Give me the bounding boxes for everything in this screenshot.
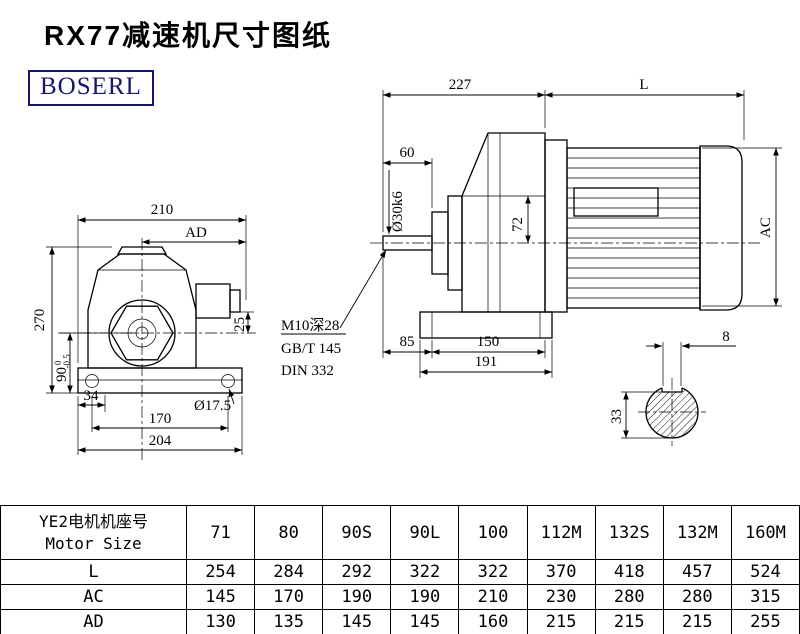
dim-shaft-dia: Ø30k6 bbox=[390, 191, 406, 232]
dim-90-tol: 900-0.5 bbox=[53, 354, 72, 382]
table-cell: 370 bbox=[526, 559, 596, 585]
table-cell: 322 bbox=[390, 559, 460, 585]
size-column-header: 90S bbox=[322, 505, 392, 560]
size-column-header: 160M bbox=[730, 505, 800, 560]
dim-AD: AD bbox=[185, 225, 207, 241]
dim-270: 270 bbox=[32, 309, 48, 332]
dim-150: 150 bbox=[477, 334, 500, 350]
dim-85: 85 bbox=[400, 334, 415, 350]
technical-drawing: 227 L 60 Ø30k6 72 AC 85 150 191 M10深28 G… bbox=[32, 77, 782, 462]
table-cell: 135 bbox=[254, 609, 324, 634]
note-din-332: DIN 332 bbox=[281, 363, 334, 379]
motor-size-table: YE2电机机座号 Motor Size 71 80 90S 90L 100 11… bbox=[0, 505, 800, 634]
table-cell: 322 bbox=[458, 559, 528, 585]
front-view-dimensions: 210 AD 270 900-0.5 25 34 Ø17.5 170 204 bbox=[32, 202, 254, 455]
table-cell: 457 bbox=[662, 559, 732, 585]
side-view-drawing bbox=[370, 132, 762, 339]
table-header-row: YE2电机机座号 Motor Size 71 80 90S 90L 100 11… bbox=[0, 505, 800, 560]
size-column-header: 132S bbox=[594, 505, 664, 560]
dim-34: 34 bbox=[84, 388, 100, 404]
dim-210: 210 bbox=[151, 202, 174, 218]
dim-204: 204 bbox=[149, 433, 172, 449]
motor-size-header-cn: YE2电机机座号 bbox=[39, 511, 148, 531]
table-cell: 145 bbox=[390, 609, 460, 634]
table-row-AC: AC 145 170 190 190 210 230 280 280 315 bbox=[0, 584, 800, 610]
brand-logo: BOSERL bbox=[28, 70, 154, 106]
table-cell: 284 bbox=[254, 559, 324, 585]
table-cell: 130 bbox=[185, 609, 256, 634]
table-cell: 230 bbox=[526, 584, 596, 610]
dim-191: 191 bbox=[475, 354, 498, 370]
row-label: L bbox=[0, 559, 187, 585]
table-cell: 160 bbox=[458, 609, 528, 634]
table-cell: 190 bbox=[322, 584, 392, 610]
dim-key-width: 8 bbox=[722, 329, 730, 345]
dim-hole-dia: Ø17.5 bbox=[194, 398, 231, 414]
size-column-header: 100 bbox=[458, 505, 528, 560]
shaft-section-drawing bbox=[638, 378, 706, 446]
dim-AC: AC bbox=[758, 217, 774, 238]
page-title: RX77减速机尺寸图纸 bbox=[44, 20, 333, 51]
dim-25: 25 bbox=[232, 317, 248, 332]
dim-170: 170 bbox=[149, 411, 172, 427]
note-gbt-145: GB/T 145 bbox=[281, 341, 341, 357]
size-column-header: 132M bbox=[662, 505, 732, 560]
table-cell: 215 bbox=[526, 609, 596, 634]
note-thread: M10深28 bbox=[281, 317, 339, 334]
table-cell: 170 bbox=[254, 584, 324, 610]
side-view-dimensions: 227 L 60 Ø30k6 72 AC 85 150 191 M10深28 G… bbox=[281, 77, 782, 379]
table-cell: 145 bbox=[185, 584, 256, 610]
size-column-header: 80 bbox=[254, 505, 324, 560]
shaft-section-dimensions: 8 33 bbox=[609, 329, 736, 439]
table-cell: 145 bbox=[322, 609, 392, 634]
table-cell: 254 bbox=[185, 559, 256, 585]
dim-L: L bbox=[639, 77, 648, 93]
dim-227: 227 bbox=[449, 77, 472, 93]
brand-logo-text: BOSERL bbox=[40, 73, 142, 100]
table-cell: 215 bbox=[662, 609, 732, 634]
dim-60: 60 bbox=[400, 145, 415, 161]
table-cell: 524 bbox=[730, 559, 800, 585]
table-row-AD: AD 130 135 145 145 160 215 215 215 255 bbox=[0, 609, 800, 634]
table-cell: 190 bbox=[390, 584, 460, 610]
table-cell: 280 bbox=[662, 584, 732, 610]
table-cell: 292 bbox=[322, 559, 392, 585]
table-cell: 280 bbox=[594, 584, 664, 610]
motor-size-header-en: Motor Size bbox=[45, 533, 142, 553]
row-label: AC bbox=[0, 584, 187, 610]
dim-72: 72 bbox=[510, 217, 526, 232]
table-cell: 418 bbox=[594, 559, 664, 585]
size-column-header: 90L bbox=[390, 505, 460, 560]
table-cell: 255 bbox=[730, 609, 800, 634]
motor-size-header: YE2电机机座号 Motor Size bbox=[0, 505, 187, 560]
table-row-L: L 254 284 292 322 322 370 418 457 524 bbox=[0, 559, 800, 585]
size-column-header: 71 bbox=[185, 505, 256, 560]
size-column-header: 112M bbox=[526, 505, 596, 560]
table-cell: 215 bbox=[594, 609, 664, 634]
dim-key-height: 33 bbox=[609, 409, 625, 424]
table-cell: 210 bbox=[458, 584, 528, 610]
row-label: AD bbox=[0, 609, 187, 634]
table-cell: 315 bbox=[730, 584, 800, 610]
